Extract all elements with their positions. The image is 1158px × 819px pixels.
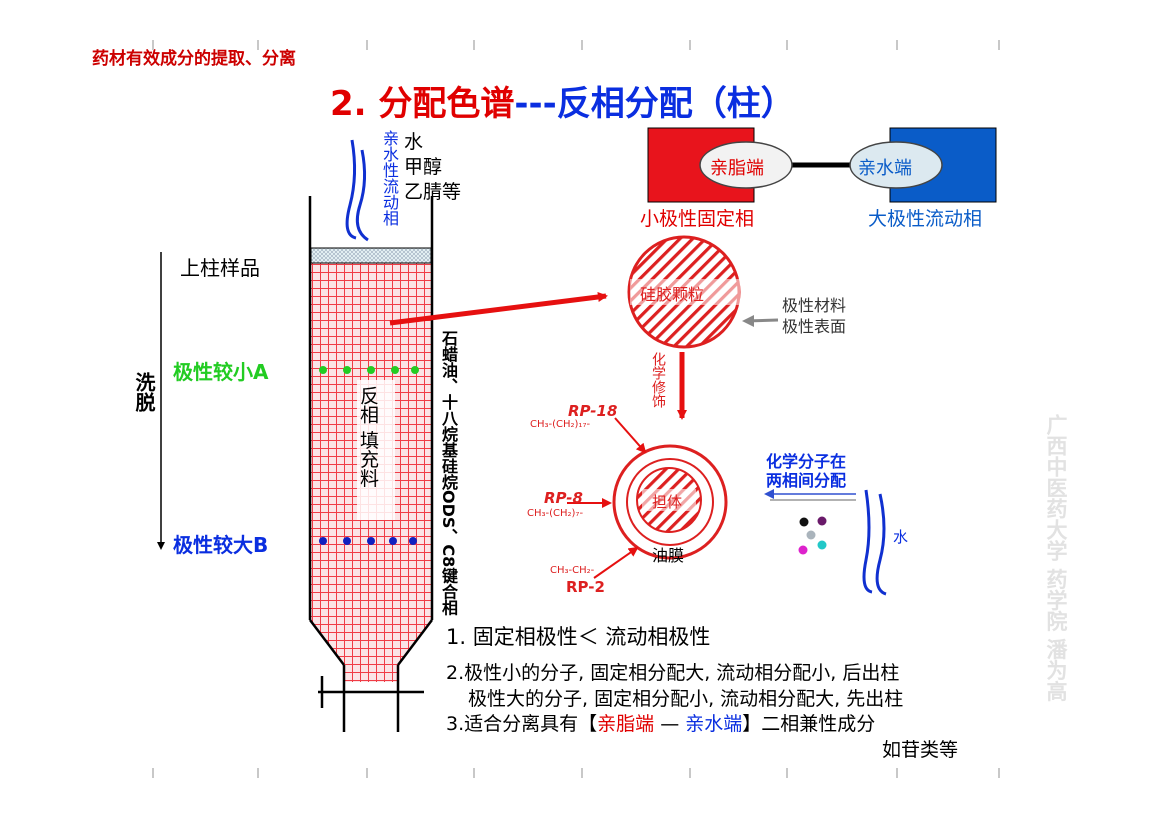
modification-label: 化学修饰 [650,352,666,408]
silica-label: 硅胶颗粒 [640,285,705,304]
mobile-phase-stream [345,139,369,242]
partition-line2: 两相间分配 [766,471,847,490]
page-title: 2. 分配色谱---反相分配（柱） [330,76,795,125]
carrier-label: 担体 [652,493,683,511]
water-stream [862,489,887,596]
point-3-suffix: 】二相兼性成分 [742,713,876,735]
rp18-label: RP-18 [568,402,618,420]
solvent-methanol: 甲醇 [404,156,443,178]
low-polar-stationary-label: 小极性固定相 [640,208,755,230]
rp18-formula: CH₃-(CH₂)₁₇- [530,419,591,430]
chromatography-column [308,196,434,732]
band-a-label: 极性较小A [173,360,269,384]
point-3: 3.适合分离具有【亲脂端 — 亲水端】二相兼性成分 [446,709,875,736]
bonded-particle [612,444,728,560]
point-2a: 2.极性小的分子, 固定相分配大, 流动相分配小, 后出柱 [446,662,900,684]
rp2-arrow [593,546,639,579]
packing-label-box [357,380,395,520]
solvent-list: 水 甲醇 乙腈等 [404,130,461,205]
column-frit [310,247,432,264]
stationary-desc: 石蜡油、十八烷基硅烷ODS、C8键合相 [439,330,458,616]
rp2-label: RP-2 [566,578,605,596]
rp18-arrow [614,417,647,454]
point-3-hydro: 亲水端 [685,713,743,735]
solvent-acetonitrile: 乙腈等 [404,181,462,203]
breadcrumb: 药材有效成分的提取、分离 [92,49,296,69]
partition-arrows [764,489,856,501]
watermark: 广西中医药大学 药学院 潘为高 [1044,414,1068,702]
point-3-dash: — [654,713,686,735]
point-1: 1. 固定相极性＜ 流动相极性 [446,625,711,649]
title-part1: 2. 分配色谱 [330,84,515,124]
slide-tick-marks [152,40,1000,778]
band-b-dots [319,537,417,545]
packing-label: 反相 填充料 [357,386,379,488]
silica-particle [627,235,741,349]
elution-label: 洗脱 [132,372,156,412]
band-a-dots [319,366,419,374]
rp8-formula: CH₃-(CH₂)₇- [527,508,584,519]
point-3-prefix: 3.适合分离具有【 [446,713,598,735]
lipophilic-end-label: 亲脂端 [710,158,764,179]
sample-load-label: 上柱样品 [180,256,260,280]
band-b-label: 极性较大B [173,533,269,557]
molecule-dots [798,516,827,555]
hydrophilic-end-label: 亲水端 [858,158,912,179]
point-3-example: 如苷类等 [882,739,959,761]
partition-label: 化学分子在 两相间分配 [766,452,846,490]
point-2b: 极性大的分子, 固定相分配小, 流动相分配大, 先出柱 [468,688,904,710]
oil-film-label: 油膜 [652,546,685,565]
water-label: 水 [893,528,909,546]
polar-surface-label: 极性表面 [782,317,847,336]
solvent-water: 水 [404,131,424,153]
high-polar-mobile-label: 大极性流动相 [868,208,983,230]
rp2-formula: CH₃-CH₂- [550,565,595,576]
mobile-phase-label: 亲水性流动相 [380,130,399,226]
amphiphile-legend [647,127,997,203]
zoom-arrow [389,292,608,326]
title-part2: ---反相分配（柱） [514,84,795,124]
polar-material-label: 极性材料 [782,296,847,315]
rp8-label: RP-8 [544,489,583,507]
point-3-lipo: 亲脂端 [597,713,655,735]
partition-line1: 化学分子在 [766,452,847,471]
